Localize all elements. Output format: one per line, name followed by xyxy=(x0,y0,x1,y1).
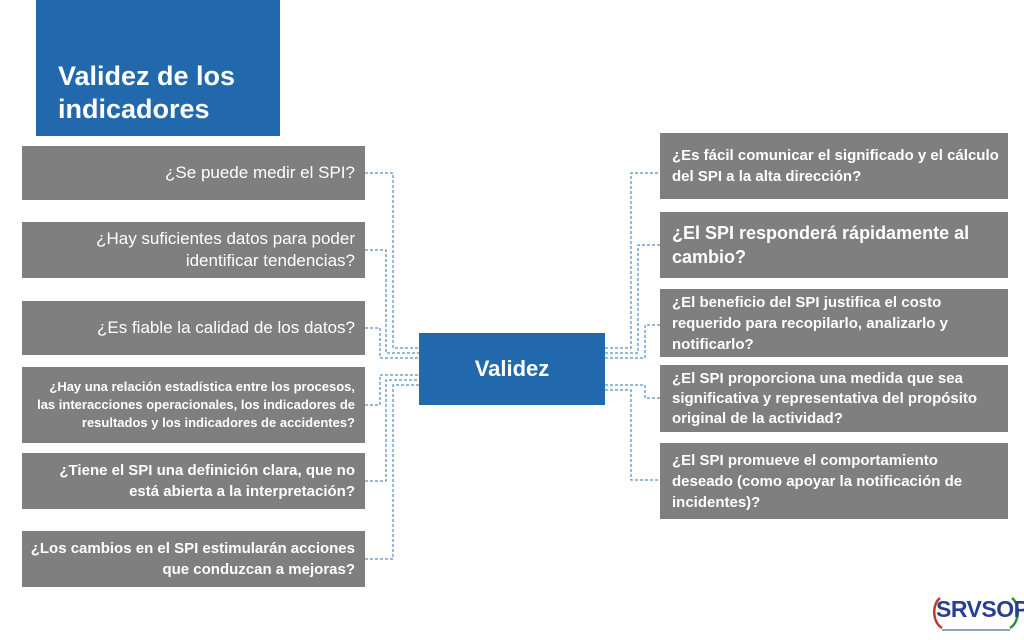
right-question-2: ¿El SPI responderá rápidamente al cambio… xyxy=(660,212,1008,278)
center-label: Validez xyxy=(474,356,550,381)
connector-left-2 xyxy=(365,249,419,354)
connector-left-1 xyxy=(365,172,419,349)
left-question-6: ¿Los cambios en el SPI estimularán accio… xyxy=(22,531,365,587)
connector-left-4 xyxy=(365,374,419,406)
srvsop-logo: SRVSOP xyxy=(930,592,1024,634)
right-question-3: ¿El beneficio del SPI justifica el costo… xyxy=(660,289,1008,357)
left-question-1: ¿Se puede medir el SPI? xyxy=(22,146,365,200)
connector-left-3 xyxy=(365,327,419,359)
connector-left-6 xyxy=(365,384,419,560)
center-node: Validez xyxy=(419,333,605,405)
connector-left-5 xyxy=(365,379,419,482)
connector-right-1 xyxy=(605,172,660,349)
left-question-2: ¿Hay suficientes datos para poder identi… xyxy=(22,222,365,278)
left-question-4: ¿Hay una relación estadística entre los … xyxy=(22,367,365,443)
logo-ring-icon xyxy=(933,597,1019,631)
right-question-5: ¿El SPI promueve el comportamiento desea… xyxy=(660,443,1008,519)
left-question-3: ¿Es fiable la calidad de los datos? xyxy=(22,301,365,355)
connector-right-5 xyxy=(605,389,660,481)
connector-right-2 xyxy=(605,244,660,354)
connector-right-3 xyxy=(605,324,660,359)
right-question-1: ¿Es fácil comunicar el significado y el … xyxy=(660,133,1008,199)
slide-title: Validez de los indicadores xyxy=(58,61,236,124)
left-question-5: ¿Tiene el SPI una definición clara, que … xyxy=(22,453,365,509)
connector-right-4 xyxy=(605,384,660,399)
right-question-4: ¿El SPI proporciona una medida que sea s… xyxy=(660,365,1008,432)
logo-text: SRVSOP xyxy=(936,596,1024,622)
title-box: Validez de los indicadores xyxy=(36,0,280,136)
